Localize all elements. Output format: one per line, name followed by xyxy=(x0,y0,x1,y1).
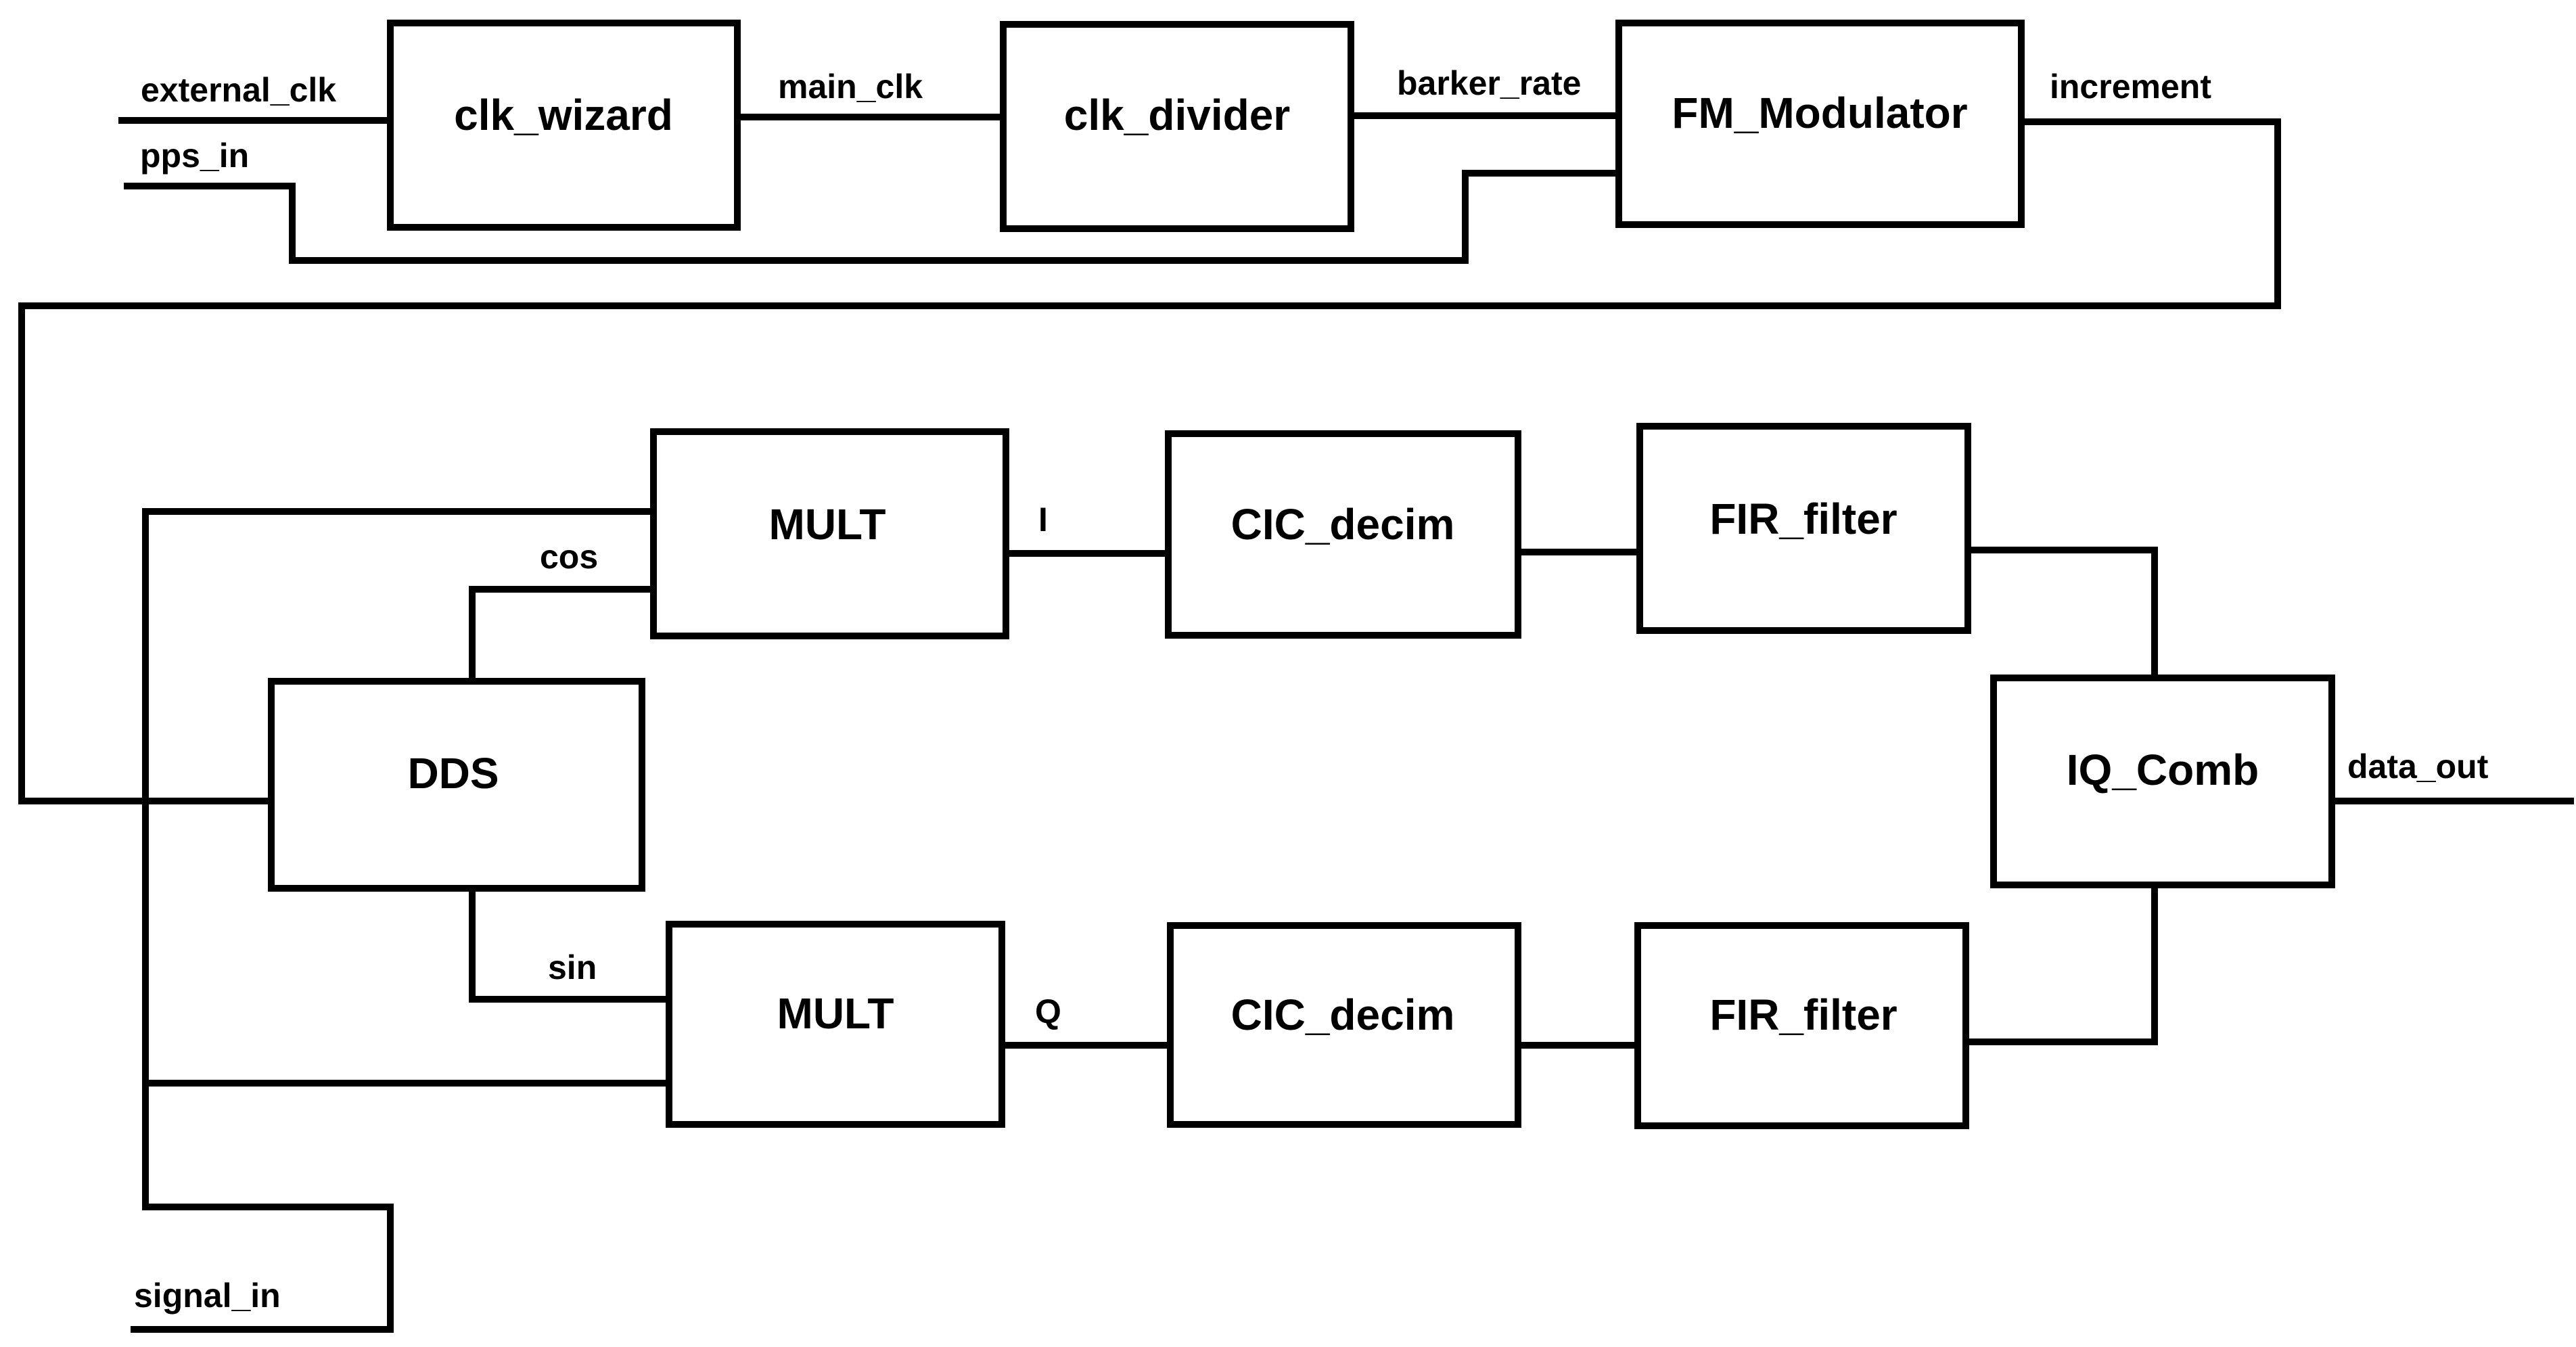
signal-label-data-out: data_out xyxy=(2347,748,2489,785)
dds-label: DDS xyxy=(407,749,499,798)
wire-sin xyxy=(469,885,672,1003)
cic-decim-i-label: CIC_decim xyxy=(1231,500,1455,549)
signal-label-external-clk: external_clk xyxy=(141,71,336,109)
mult-q-label: MULT xyxy=(777,989,894,1038)
wire-cos xyxy=(469,586,657,685)
fir-filter-q-label: FIR_filter xyxy=(1709,990,1897,1039)
signal-label-main-clk: main_clk xyxy=(778,68,923,106)
signal-label-signal-in: signal_in xyxy=(134,1277,281,1315)
iq-comb-label: IQ_Comb xyxy=(2067,746,2259,794)
cic-decim-i-block: CIC_decim xyxy=(1165,430,1521,639)
cic-decim-q-block: CIC_decim xyxy=(1167,922,1521,1128)
fm-modulator-block: FM_Modulator xyxy=(1615,20,2025,228)
mult-i-block: MULT xyxy=(650,428,1009,639)
clk-divider-block: clk_divider xyxy=(1000,21,1354,232)
wire-fir-q-to-iq-comb xyxy=(1962,882,2158,1045)
fir-filter-i-label: FIR_filter xyxy=(1709,495,1897,543)
signal-label-i: I xyxy=(1038,501,1048,539)
fir-filter-i-block: FIR_filter xyxy=(1636,423,1971,634)
dds-block: DDS xyxy=(268,678,645,892)
wire-increment xyxy=(18,118,2281,804)
signal-label-q: Q xyxy=(1035,992,1061,1030)
fm-modulator-label: FM_Modulator xyxy=(1672,89,1967,137)
signal-label-cos: cos xyxy=(540,538,598,576)
signal-label-barker-rate: barker_rate xyxy=(1397,64,1581,102)
signal-label-sin: sin xyxy=(548,949,597,986)
cic-decim-q-label: CIC_decim xyxy=(1231,990,1455,1039)
fir-filter-q-block: FIR_filter xyxy=(1634,922,1969,1129)
clk-wizard-label: clk_wizard xyxy=(454,91,673,139)
mult-i-label: MULT xyxy=(769,500,886,549)
signal-labels: external_clk pps_in main_clk barker_rate… xyxy=(134,64,2489,1315)
signal-label-increment: increment xyxy=(2050,68,2211,106)
wire-signal-in xyxy=(131,508,657,1333)
signal-label-pps-in: pps_in xyxy=(140,137,249,175)
clk-wizard-block: clk_wizard xyxy=(387,20,741,231)
wire-pps-in xyxy=(124,170,1622,264)
clk-divider-label: clk_divider xyxy=(1064,91,1290,139)
wire-fir-i-to-iq-comb xyxy=(1964,547,2158,681)
wires xyxy=(18,112,2574,1333)
mult-q-block: MULT xyxy=(666,921,1005,1128)
iq-comb-block: IQ_Comb xyxy=(1990,675,2335,888)
